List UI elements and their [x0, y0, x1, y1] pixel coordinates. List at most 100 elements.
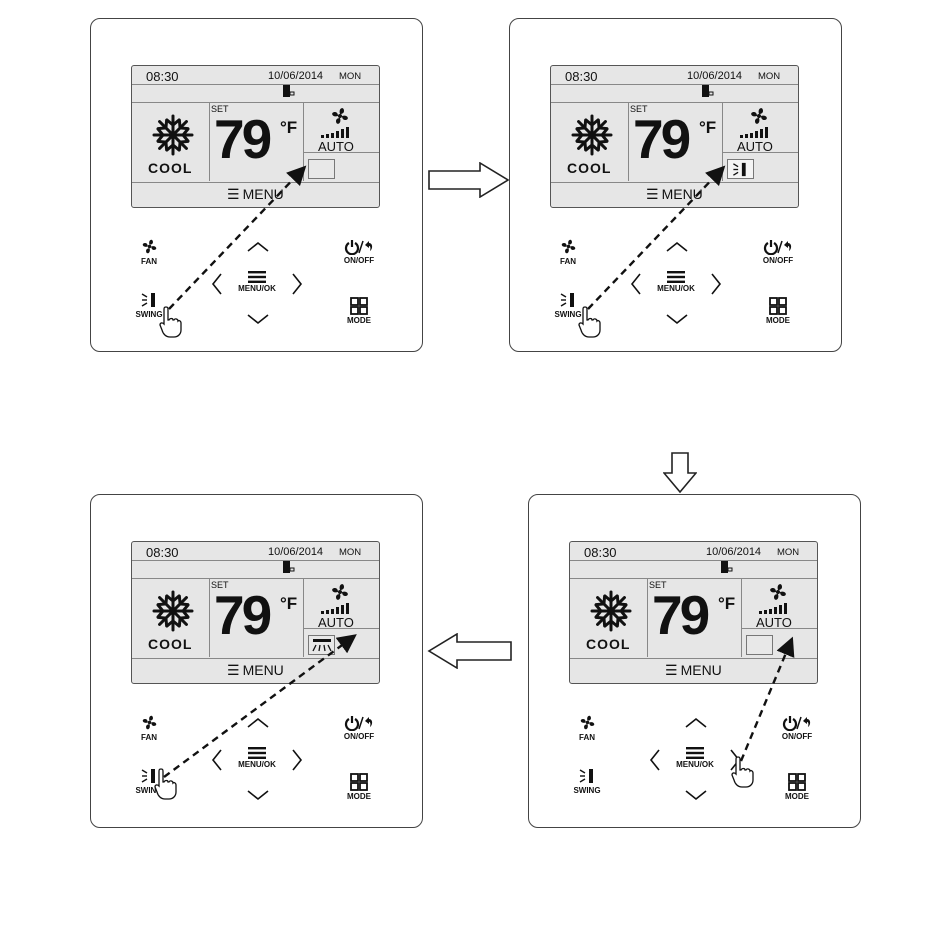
temperature-unit: °F: [718, 594, 736, 613]
right-arrow-button[interactable]: [291, 272, 303, 296]
weekday: MON: [339, 547, 362, 558]
flow-arrow-left: [427, 633, 512, 669]
date: 10/06/2014: [268, 546, 324, 558]
fan-button-icon: [561, 239, 575, 254]
swing-button[interactable]: SWING: [567, 767, 607, 795]
fan-button-label: FAN: [141, 257, 157, 266]
on-off-label: ON/OFF: [762, 256, 794, 265]
fan-speed-bars-icon: [321, 127, 349, 138]
mode-button[interactable]: MODE: [760, 297, 796, 325]
swing-icon: [129, 291, 169, 309]
clock-time: 08:30: [565, 69, 598, 84]
clock-time: 08:30: [584, 545, 617, 560]
mode-label-button: MODE: [347, 792, 371, 801]
up-arrow-button[interactable]: [246, 241, 270, 253]
swing-button[interactable]: SWING: [129, 767, 169, 795]
right-arrow-button[interactable]: [291, 748, 303, 772]
mode-button[interactable]: MODE: [341, 773, 377, 801]
fan-button[interactable]: FAN: [131, 713, 167, 742]
swing-indicator: [308, 635, 335, 655]
door-card-icon: [282, 560, 295, 574]
swing-label: SWING: [135, 310, 163, 319]
menu-icon: ☰: [227, 662, 240, 678]
menu-indicator: ☰MENU: [665, 662, 722, 678]
left-arrow-button[interactable]: [211, 272, 223, 296]
remote-panel-1: 08:30 10/06/2014 MON COOL SET 79 °F: [90, 18, 423, 352]
swing-button[interactable]: SWING: [129, 291, 169, 319]
menu-ok-icon: [248, 271, 266, 283]
on-off-button[interactable]: ON/OFF: [756, 239, 800, 265]
swing-indicator: [746, 635, 773, 655]
menu-ok-icon: [248, 747, 266, 759]
menu-ok-button[interactable]: MENU/OK: [231, 747, 283, 769]
fan-icon: [751, 108, 767, 124]
snowflake-icon: [571, 114, 613, 156]
set-label: SET: [630, 104, 648, 114]
left-arrow-button[interactable]: [649, 748, 661, 772]
snowflake-icon: [590, 590, 632, 632]
menu-ok-icon: [686, 747, 704, 759]
mode-button[interactable]: MODE: [779, 773, 815, 801]
on-off-label: ON/OFF: [343, 732, 375, 741]
date: 10/06/2014: [268, 70, 324, 82]
up-arrow-button[interactable]: [246, 717, 270, 729]
power-back-icon: [344, 716, 373, 731]
hand-pointer-icon: [731, 756, 754, 788]
door-card-icon: [282, 84, 295, 98]
set-temperature: 79: [633, 108, 691, 170]
up-arrow-button[interactable]: [665, 241, 689, 253]
down-arrow-button[interactable]: [684, 789, 708, 801]
set-label: SET: [649, 580, 667, 590]
set-temperature: 79: [214, 584, 272, 646]
fan-speed-label: AUTO: [756, 615, 792, 630]
menu-ok-button[interactable]: MENU/OK: [650, 271, 702, 293]
fan-button-icon: [142, 715, 156, 730]
mode-button[interactable]: MODE: [341, 297, 377, 325]
fan-button[interactable]: FAN: [569, 713, 605, 742]
hand-pointer-icon: [578, 306, 601, 338]
swing-button[interactable]: SWING: [548, 291, 588, 319]
left-arrow-button[interactable]: [211, 748, 223, 772]
fan-icon: [332, 108, 348, 124]
date: 10/06/2014: [687, 70, 743, 82]
on-off-button[interactable]: ON/OFF: [337, 715, 381, 741]
menu-indicator: ☰MENU: [227, 662, 284, 678]
on-off-button[interactable]: ON/OFF: [775, 715, 819, 741]
fan-button[interactable]: FAN: [131, 237, 167, 266]
menu-ok-button[interactable]: MENU/OK: [669, 747, 721, 769]
set-temperature: 79: [214, 108, 272, 170]
swing-label: SWING: [554, 310, 582, 319]
snowflake-icon: [152, 590, 194, 632]
menu-ok-button[interactable]: MENU/OK: [231, 271, 283, 293]
set-label: SET: [211, 580, 229, 590]
fan-button[interactable]: FAN: [550, 237, 586, 266]
clock-time: 08:30: [146, 69, 179, 84]
menu-ok-icon: [667, 271, 685, 283]
remote-panel-4: 08:30 10/06/2014 MON COOL SET 79 °F: [528, 494, 861, 828]
fan-button-icon: [580, 715, 594, 730]
fan-speed-label: AUTO: [737, 139, 773, 154]
fan-button-label: FAN: [141, 733, 157, 742]
fan-button-label: FAN: [560, 257, 576, 266]
mode-label: COOL: [148, 160, 193, 176]
down-arrow-button[interactable]: [246, 789, 270, 801]
remote-panel-2: 08:30 10/06/2014 MON COOL SET 79 °F: [509, 18, 842, 352]
right-arrow-button[interactable]: [710, 272, 722, 296]
down-arrow-button[interactable]: [246, 313, 270, 325]
fan-button-label: FAN: [579, 733, 595, 742]
mode-grid-icon: [788, 773, 806, 791]
down-arrow-button[interactable]: [665, 313, 689, 325]
on-off-label: ON/OFF: [343, 256, 375, 265]
weekday: MON: [777, 547, 800, 558]
menu-icon: ☰: [665, 662, 678, 678]
fan-speed-bars-icon: [759, 603, 787, 614]
fan-icon: [770, 584, 786, 600]
left-arrow-button[interactable]: [630, 272, 642, 296]
swing-indicator: [308, 159, 335, 179]
snowflake-icon: [152, 114, 194, 156]
clock-time: 08:30: [146, 545, 179, 560]
on-off-button[interactable]: ON/OFF: [337, 239, 381, 265]
door-card-icon: [701, 84, 714, 98]
up-arrow-button[interactable]: [684, 717, 708, 729]
fan-speed-label: AUTO: [318, 139, 354, 154]
